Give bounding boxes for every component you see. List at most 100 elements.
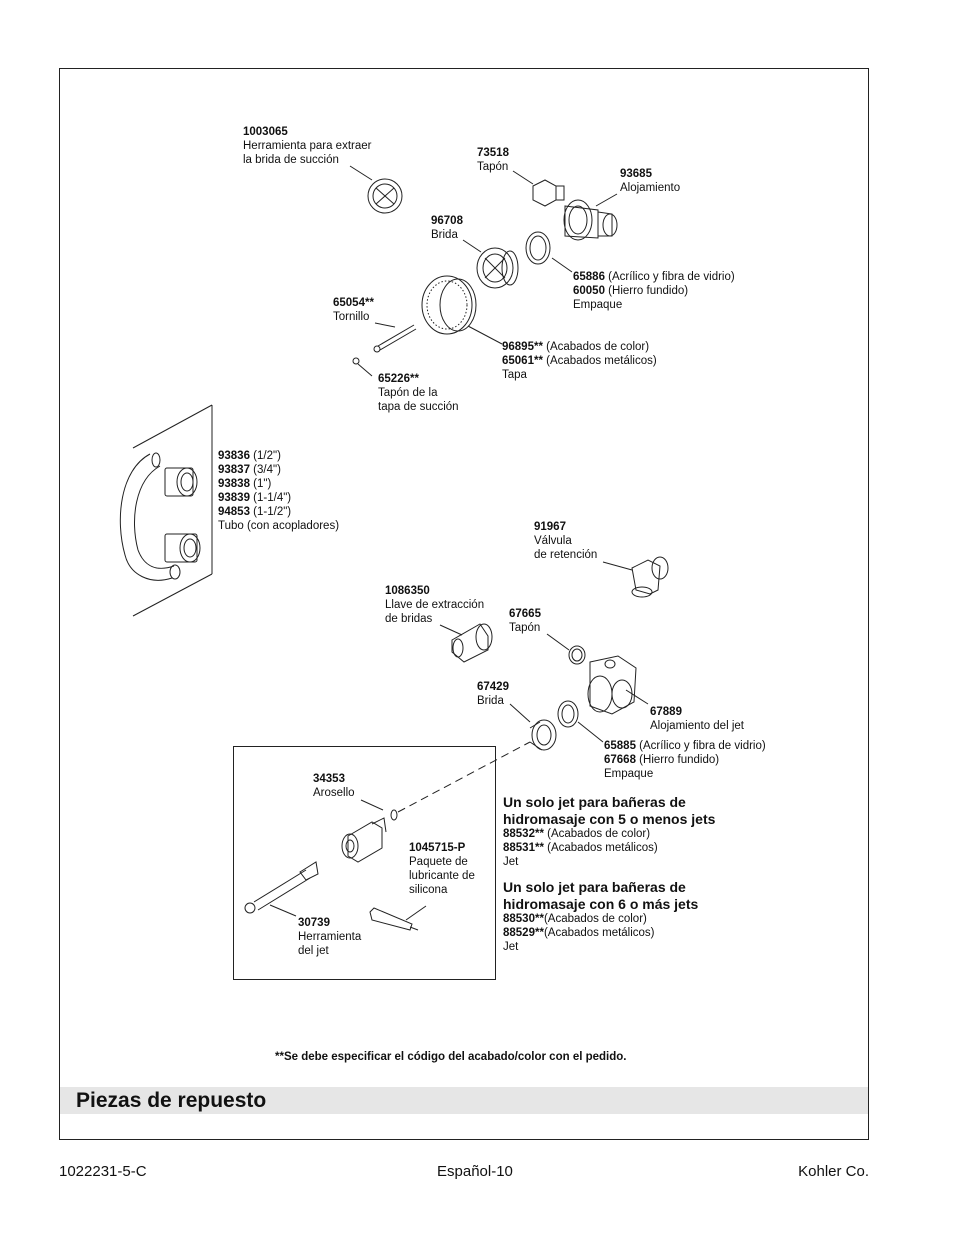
part-variant: (Acrílico y fibra de vidrio) (604, 271, 735, 283)
part-number: 1045715-P (409, 842, 466, 854)
part-number: 91967 (534, 521, 566, 533)
part-label-65886: 65886 (Acrílico y fibra de vidrio) 60050… (573, 270, 735, 312)
part-desc: Paquete de (409, 856, 468, 868)
part-number: 93838 (218, 478, 250, 490)
part-number: 88530** (503, 913, 544, 925)
tube-size: (1/2") (249, 450, 281, 462)
part-label-96708: 96708 Brida (431, 214, 463, 242)
jet-large-parts: 88530**(Acabados de color) 88529**(Acaba… (503, 912, 655, 954)
part-number: 67668 (604, 754, 636, 766)
part-number: 96708 (431, 215, 463, 227)
part-label-91967: 91967 Válvula de retención (534, 520, 597, 562)
part-desc: la brida de succión (243, 154, 339, 166)
ordering-note: **Se debe especificar el código del acab… (275, 1051, 627, 1063)
part-label-1045715-p: 1045715-P Paquete de lubricante de silic… (409, 841, 475, 897)
footer-page-number: Español-10 (437, 1163, 513, 1180)
part-number: 88529** (503, 927, 544, 939)
part-label-1003065: 1003065 Herramienta para extraer la brid… (243, 125, 371, 167)
part-desc: del jet (298, 945, 329, 957)
part-label-73518: 73518 Tapón (477, 146, 509, 174)
part-desc: Llave de extracción (385, 599, 485, 611)
part-number: 93839 (218, 492, 250, 504)
part-variant: (Hierro fundido) (604, 285, 689, 297)
heading-line: hidromasaje con 6 o más jets (503, 896, 699, 912)
part-desc: Herramienta para extraer (243, 140, 372, 152)
part-label-34353: 34353 Arosello (313, 772, 355, 800)
part-number: 93837 (218, 464, 250, 476)
part-number: 67429 (477, 681, 509, 693)
part-desc: Empaque (604, 768, 654, 780)
jet-small-heading: Un solo jet para bañeras de hidromasaje … (503, 794, 715, 828)
part-number: 93836 (218, 450, 250, 462)
part-number: 88532** (503, 828, 544, 840)
heading-line: Un solo jet para bañeras de (503, 794, 686, 810)
part-desc: Tapón (477, 161, 509, 173)
part-number: 60050 (573, 285, 605, 297)
part-number: 96895** (502, 341, 543, 353)
part-desc: Tapón (509, 622, 541, 634)
part-number: 65061** (502, 355, 543, 367)
part-desc: Arosello (313, 787, 355, 799)
section-band: Piezas de repuesto (60, 1087, 868, 1114)
part-desc: Alojamiento (620, 182, 681, 194)
part-desc: Brida (477, 695, 504, 707)
part-label-67429: 67429 Brida (477, 680, 509, 708)
part-label-30739: 30739 Herramienta del jet (298, 916, 361, 958)
tube-size: (1-1/4") (249, 492, 292, 504)
part-number: 73518 (477, 147, 509, 159)
part-desc: Brida (431, 229, 458, 241)
part-label-67665: 67665 Tapón (509, 607, 541, 635)
part-desc: de retención (534, 549, 598, 561)
part-label-65054: 65054** Tornillo (333, 296, 374, 324)
part-variant: (Acabados metálicos) (543, 927, 655, 939)
part-desc: Alojamiento del jet (650, 720, 744, 732)
jet-small-parts: 88532** (Acabados de color) 88531** (Aca… (503, 827, 658, 869)
part-number: 1003065 (243, 126, 288, 138)
part-variant: (Acabados metálicos) (542, 355, 657, 367)
part-variant: (Acabados de color) (542, 341, 650, 353)
heading-line: Un solo jet para bañeras de (503, 879, 686, 895)
part-number: 1086350 (385, 585, 430, 597)
part-number: 65886 (573, 271, 605, 283)
part-number: 67665 (509, 608, 541, 620)
part-number: 30739 (298, 917, 330, 929)
part-desc: de bridas (385, 613, 433, 625)
part-variant: (Acrílico y fibra de vidrio) (635, 740, 766, 752)
jet-detail-inset (233, 746, 496, 980)
part-number: 34353 (313, 773, 345, 785)
part-label-65226: 65226** Tapón de la tapa de succión (378, 372, 459, 414)
footer-company: Kohler Co. (798, 1163, 869, 1180)
part-variant: (Acabados metálicos) (543, 842, 658, 854)
tube-size: (3/4") (249, 464, 281, 476)
heading-line: hidromasaje con 5 o menos jets (503, 811, 716, 827)
page-frame (59, 68, 869, 1140)
part-number: 65885 (604, 740, 636, 752)
part-desc: Herramienta (298, 931, 362, 943)
part-desc: Tapón de la (378, 387, 438, 399)
part-desc: Jet (503, 941, 519, 953)
part-label-1086350: 1086350 Llave de extracción de bridas (385, 584, 484, 626)
part-variant: (Acabados de color) (543, 828, 651, 840)
part-desc: Tapa (502, 369, 527, 381)
part-label-65885: 65885 (Acrílico y fibra de vidrio) 67668… (604, 739, 766, 781)
part-number: 93685 (620, 168, 652, 180)
tube-size: (1-1/2") (249, 506, 292, 518)
part-number: 65054** (333, 297, 374, 309)
part-label-67889: 67889 Alojamiento del jet (650, 705, 744, 733)
footer-doc-number: 1022231-5-C (59, 1163, 147, 1180)
part-desc: lubricante de (409, 870, 475, 882)
part-desc: Válvula (534, 535, 572, 547)
part-desc: tapa de succión (378, 401, 459, 413)
tube-size: (1") (249, 478, 272, 490)
part-variant: (Acabados de color) (543, 913, 647, 925)
section-title: Piezas de repuesto (76, 1089, 267, 1112)
part-desc: Tubo (con acopladores) (218, 520, 340, 532)
part-variant: (Hierro fundido) (635, 754, 720, 766)
part-label-tube: 93836 (1/2") 93837 (3/4") 93838 (1") 938… (218, 449, 339, 533)
part-number: 88531** (503, 842, 544, 854)
part-desc: Empaque (573, 299, 623, 311)
part-desc: silicona (409, 884, 448, 896)
part-number: 94853 (218, 506, 250, 518)
part-desc: Jet (503, 856, 519, 868)
